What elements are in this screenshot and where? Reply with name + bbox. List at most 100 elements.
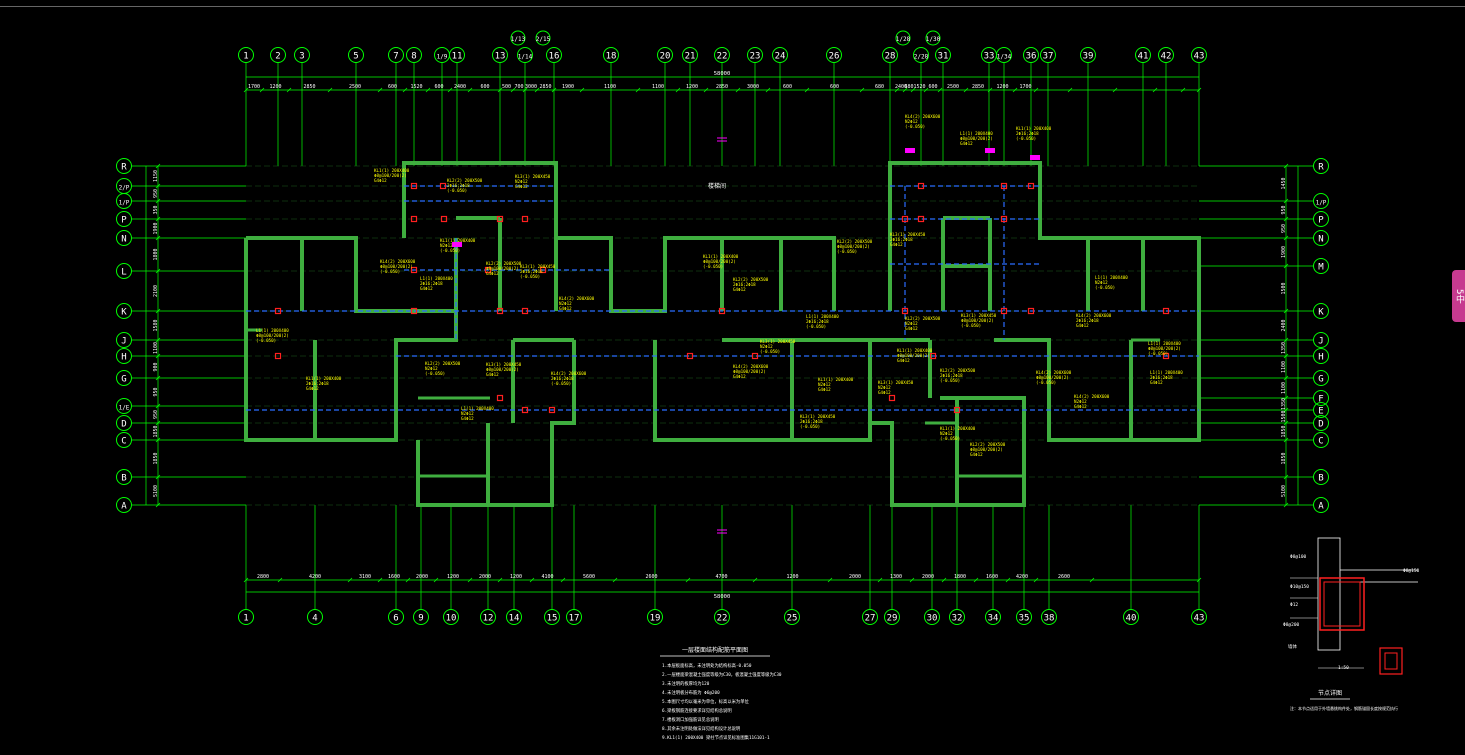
dim-left-tick (155, 235, 161, 241)
dim-top-label: 1520 (410, 84, 422, 90)
axis-bubble-left (116, 263, 132, 279)
dim-top-tick (377, 87, 383, 93)
axis-bubble-top-extra (895, 30, 911, 46)
notes-line: 8.其余未注明处做法详见结构设计总说明 (662, 725, 740, 732)
dim-right-label: 1100 (1281, 382, 1287, 394)
beam-tag-line1: L1(1) 200X400 (1150, 370, 1183, 375)
axis-label-bottom: 29 (887, 614, 898, 624)
stair-label: 楼梯间 (708, 182, 726, 190)
axis-bubble-right (1313, 193, 1329, 209)
dim-top-label: 500 (502, 84, 511, 90)
dim-top-label: 1520 (913, 84, 925, 90)
dim-bottom-label: 2600 (645, 574, 657, 580)
axis-bubble-left (116, 230, 132, 246)
axis-bubble-left (116, 193, 132, 209)
axis-label-top: 13 (495, 52, 506, 62)
dim-right-tick (1283, 308, 1289, 314)
dim-right-tick (1283, 407, 1289, 413)
axis-bubble-top (1191, 47, 1207, 63)
axis-bubble-top (517, 47, 533, 63)
axis-label-bottom: 34 (988, 614, 999, 624)
detail-label: 墙体 (1288, 643, 1297, 650)
beam-tag-line3: G4Φ12 (733, 374, 746, 379)
highlight-mark (452, 242, 462, 247)
side-panel-tab[interactable]: 5中 (1452, 270, 1465, 322)
axis-label-left: D (121, 420, 126, 430)
dim-top-label: 1900 (562, 84, 574, 90)
axis-bubble-top (1040, 47, 1056, 63)
column-marker (1162, 352, 1170, 360)
axis-label-left: C (121, 437, 126, 447)
beam-tag-line1: KL2(2) 200X500 (447, 178, 483, 183)
dim-top-tick (937, 87, 943, 93)
dim-top-tick (804, 87, 810, 93)
axis-label-bottom: 30 (927, 614, 938, 624)
axis-label-bottom: 32 (952, 614, 963, 624)
dim-top-tick (551, 87, 557, 93)
column-marker (1027, 307, 1035, 315)
axis-label-top: 43 (1194, 52, 1205, 62)
notes-line: 7.楼板洞口加强筋详见总说明 (662, 716, 719, 723)
beam-tag-line2: 2Φ16;2Φ18 (420, 281, 443, 286)
beam-tag-line2: 2Φ16;2Φ18 (800, 419, 823, 424)
dim-bottom-tick (752, 577, 758, 583)
axis-label-bottom: 17 (569, 614, 580, 624)
dim-bottom-tick (529, 577, 535, 583)
dim-top-tick (1067, 87, 1073, 93)
axis-bubble-left (116, 211, 132, 227)
axis-bubble-top (1158, 47, 1174, 63)
axis-label-right: P (1318, 216, 1324, 226)
beam-tag-line3: G4Φ12 (486, 372, 499, 377)
dim-left-tick (155, 420, 161, 426)
highlight-mark (1030, 155, 1040, 160)
axis-bubble-top (294, 47, 310, 63)
beam-tag-line3: G4Φ12 (970, 452, 983, 457)
dim-top-label: 2850 (716, 84, 728, 90)
column-marker (274, 352, 282, 360)
wall-layer (244, 161, 1201, 507)
dim-bottom-tick (497, 577, 503, 583)
dim-bottom-tick (941, 577, 947, 583)
axis-bubble-top (388, 47, 404, 63)
dim-right-label: 950 (1281, 224, 1287, 233)
dim-right-tick (1283, 420, 1289, 426)
axis-bubble-top-extra (510, 30, 526, 46)
column-marker (1000, 182, 1008, 190)
dim-top-tick (1152, 87, 1158, 93)
beam-tag-line3: (-0.050) (1016, 136, 1036, 141)
beam-tag-line3: G4Φ12 (486, 271, 499, 276)
axis-bubble-bottom (784, 609, 800, 625)
dim-top-label: 600 (928, 84, 937, 90)
beam-tag-line2: 2Φ16;2Φ18 (806, 319, 829, 324)
axis-bubble-right (1313, 497, 1329, 513)
column-marker (917, 182, 925, 190)
dim-bottom-label: 2000 (479, 574, 491, 580)
dim-bottom-label: 2600 (1058, 574, 1070, 580)
beam-tag-line1: L1(1) 200X400 (806, 314, 839, 319)
beam-tag-line3: (-0.050) (440, 248, 460, 253)
notes-line: 2.一层楼面梁混凝土强度等级为C30，板混凝土强度等级为C30 (662, 671, 782, 678)
beam-tag-line3: (-0.050) (760, 349, 780, 354)
beam-tag-line1: L1(1) 200X400 (1095, 275, 1128, 280)
dim-bottom-tick (1196, 577, 1202, 583)
dim-left-label: 950 (153, 387, 159, 396)
beam-tag-line1: KL4(2) 200X600 (1074, 394, 1110, 399)
notes-layer: 一层楼面结构配筋平面图1.本层板面标高，未注明处为结构标高-0.0502.一层楼… (660, 646, 782, 741)
dim-total-top: 58000 (714, 71, 731, 77)
axis-label-right: D (1318, 420, 1323, 430)
axis-label-bottom: 27 (865, 614, 876, 624)
dim-top-tick (286, 87, 292, 93)
axis-bubble-left (116, 497, 132, 513)
column-marker (410, 266, 418, 274)
axis-bubble-top (996, 47, 1012, 63)
axis-label-right: M (1318, 263, 1324, 273)
axis-label-top-extra: 1/30 (926, 36, 941, 43)
beam-tag-line1: KL1(1) 200X400 (306, 376, 342, 381)
